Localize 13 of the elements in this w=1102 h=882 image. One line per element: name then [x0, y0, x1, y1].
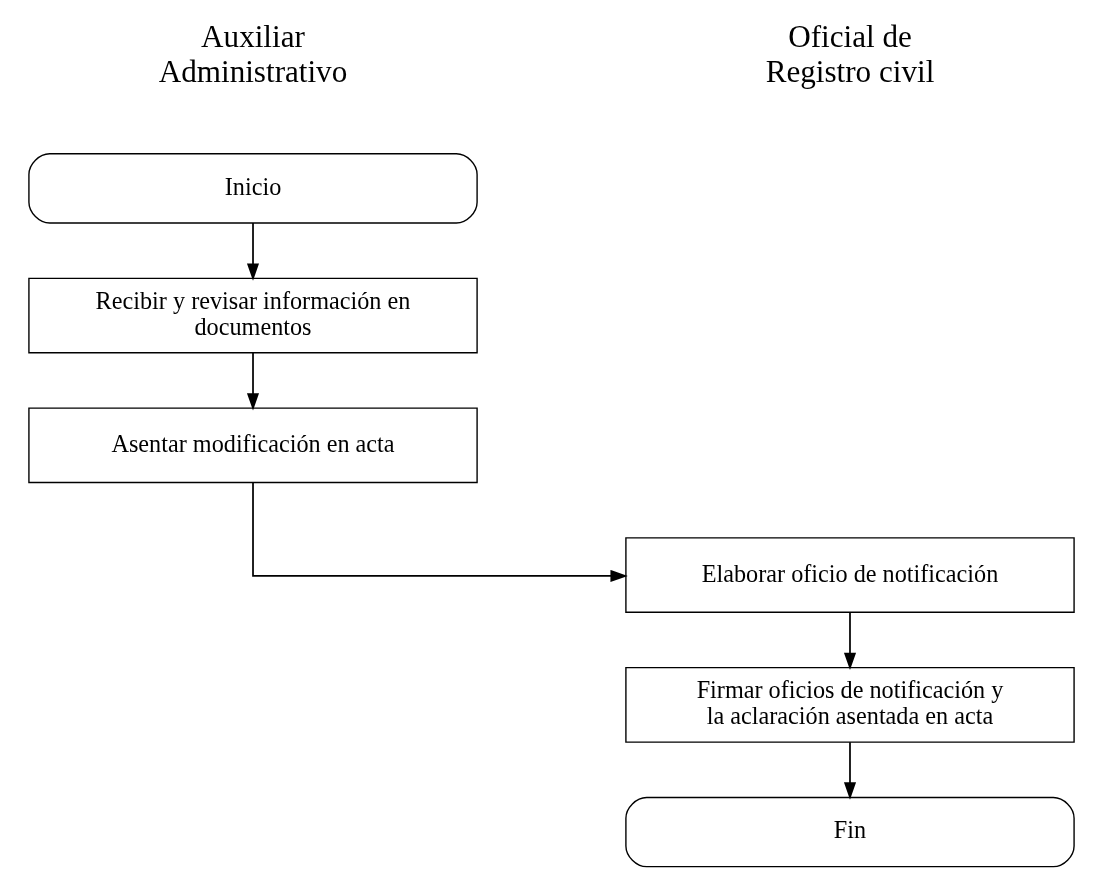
arrow — [843, 611, 856, 671]
node-box: Inicio — [27, 153, 478, 224]
node-box: Fin — [624, 796, 1075, 868]
node-box: Firmar oficios de notificación y la aclaración asentada en acta — [624, 667, 1075, 743]
label: Oficial de Registro civil — [765, 19, 934, 89]
node-box: Elaborar oficio de notificación — [624, 537, 1075, 613]
node-box: Asentar modificación en acta — [27, 407, 478, 484]
node-box: Recibir y revisar información en documentos — [27, 277, 478, 354]
arrow — [843, 741, 856, 800]
arrow — [246, 352, 259, 411]
arrow — [251, 482, 628, 583]
arrow — [246, 222, 259, 281]
label: Auxiliar Administrativo — [158, 19, 347, 89]
